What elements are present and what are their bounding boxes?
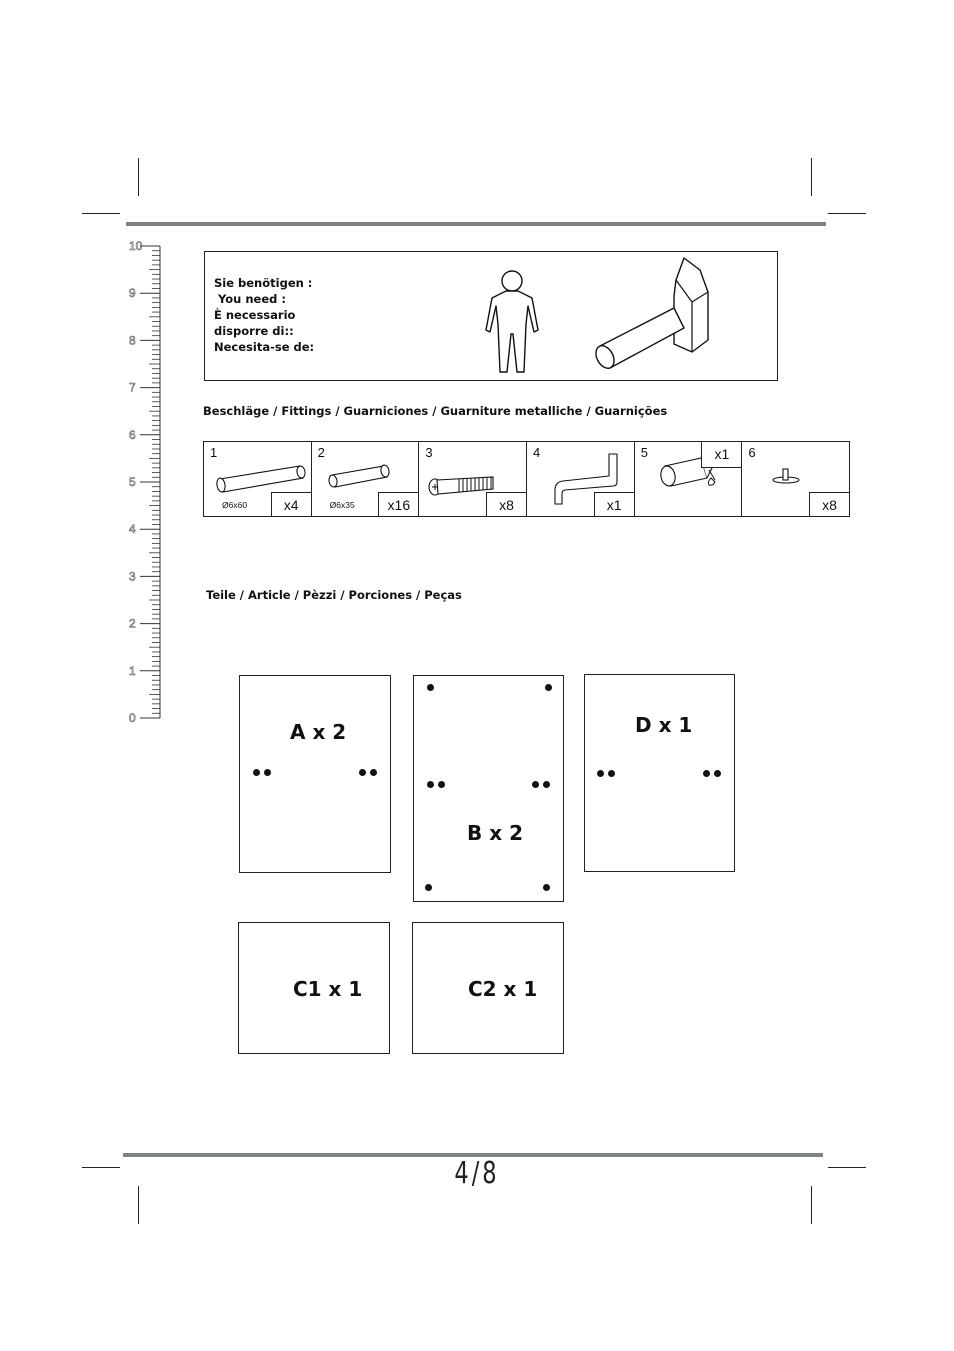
- hole-dot: [714, 770, 721, 777]
- fitting-number: 1: [210, 445, 218, 460]
- fitting-cell: 6 x8: [742, 442, 850, 516]
- crop-mark: [811, 1186, 812, 1224]
- ruler-label: 4: [129, 522, 136, 536]
- hole-dot: [370, 769, 377, 776]
- crop-mark: [828, 213, 866, 214]
- tools-needed-line: disporre di::: [214, 324, 294, 338]
- allen-key-icon: [554, 453, 618, 505]
- ruler-label: 1: [129, 664, 136, 678]
- panel-a: A x 2: [239, 675, 391, 873]
- crop-mark: [811, 158, 812, 196]
- ruler-label: 8: [129, 333, 136, 347]
- fitting-quantity: x4: [270, 492, 311, 516]
- fitting-number: 2: [317, 445, 325, 460]
- ruler-label: 0: [129, 711, 136, 724]
- crop-mark: [138, 158, 139, 196]
- ruler-label: 2: [129, 617, 136, 631]
- parts-title: Teile / Article / Pèzzi / Porciones / Pe…: [206, 588, 462, 602]
- crop-mark: [138, 1186, 139, 1224]
- panel-c1: C1 x 1: [238, 922, 390, 1054]
- tools-needed-line: È necessario: [214, 308, 296, 322]
- tools-needed-box: [204, 251, 778, 381]
- fitting-dimension: Ø6x60: [222, 500, 248, 510]
- wooden-dowel-short-icon: [328, 464, 390, 488]
- bolt-screw-icon: [428, 476, 494, 496]
- fitting-quantity: x1: [701, 442, 742, 468]
- fitting-number: 4: [533, 445, 541, 460]
- fittings-title: Beschläge / Fittings / Guarniciones / Gu…: [203, 404, 668, 418]
- hole-dot: [703, 770, 710, 777]
- footer-rule: [123, 1153, 823, 1157]
- fitting-cell: 3 x8: [419, 442, 528, 516]
- fitting-number: 3: [425, 445, 433, 460]
- hole-dot: [597, 770, 604, 777]
- hole-dot: [253, 769, 260, 776]
- hole-dot: [359, 769, 366, 776]
- panel-label: B x 2: [467, 821, 523, 845]
- crop-mark: [82, 213, 120, 214]
- header-rule: [126, 222, 826, 226]
- hole-dot: [427, 684, 434, 691]
- fitting-quantity: x1: [593, 492, 634, 516]
- hole-dot: [545, 684, 552, 691]
- fitting-quantity: x8: [809, 492, 850, 516]
- ruler-label: 5: [129, 475, 136, 489]
- panel-label: A x 2: [290, 720, 347, 744]
- wooden-dowel-long-icon: [216, 465, 306, 493]
- tools-needed-text: Sie benötigen : You need : È necessario …: [214, 275, 314, 355]
- page-number: 4/8: [454, 1156, 500, 1191]
- ruler-label: 10: [129, 239, 143, 253]
- fitting-cell: 4 x1: [527, 442, 635, 516]
- fitting-number: 5: [640, 445, 648, 460]
- panel-label: C2 x 1: [468, 977, 538, 1001]
- fitting-dimension: Ø6x35: [329, 500, 355, 510]
- ruler-label: 9: [129, 286, 136, 300]
- fittings-table: 1 Ø6x60 x4 2 Ø6x35 x16 3 x8 4: [203, 441, 850, 517]
- fitting-cell: 2 Ø6x35 x16: [312, 442, 420, 516]
- shelf-pin-icon: [772, 468, 800, 484]
- hole-dot: [264, 769, 271, 776]
- tools-needed-line: You need :: [214, 292, 286, 306]
- hole-dot: [543, 884, 550, 891]
- hole-dot: [543, 781, 550, 788]
- crop-mark: [828, 1167, 866, 1168]
- fitting-quantity: x8: [486, 492, 527, 516]
- fitting-cell: 5 x1: [635, 442, 743, 516]
- panel-label: C1 x 1: [293, 977, 363, 1001]
- hole-dot: [427, 781, 434, 788]
- panel-c2: C2 x 1: [412, 922, 564, 1054]
- tools-needed-line: Sie benötigen :: [214, 276, 313, 290]
- fitting-cell: 1 Ø6x60 x4: [204, 442, 312, 516]
- ruler-label: 3: [129, 569, 136, 583]
- crop-mark: [82, 1167, 120, 1168]
- panel-label: D x 1: [635, 713, 693, 737]
- ruler-label: 7: [129, 381, 136, 395]
- person-icon: [485, 270, 539, 373]
- fitting-quantity: x16: [378, 492, 419, 516]
- hole-dot: [608, 770, 615, 777]
- hammer-icon: [595, 257, 709, 369]
- tools-needed-line: Necesita-se de:: [214, 340, 315, 354]
- ruler-label: 6: [129, 428, 136, 442]
- hole-dot: [532, 781, 539, 788]
- hole-dot: [438, 781, 445, 788]
- hole-dot: [425, 884, 432, 891]
- panel-d: D x 1: [584, 674, 735, 872]
- fitting-number: 6: [748, 445, 756, 460]
- panel-b: B x 2: [413, 675, 564, 902]
